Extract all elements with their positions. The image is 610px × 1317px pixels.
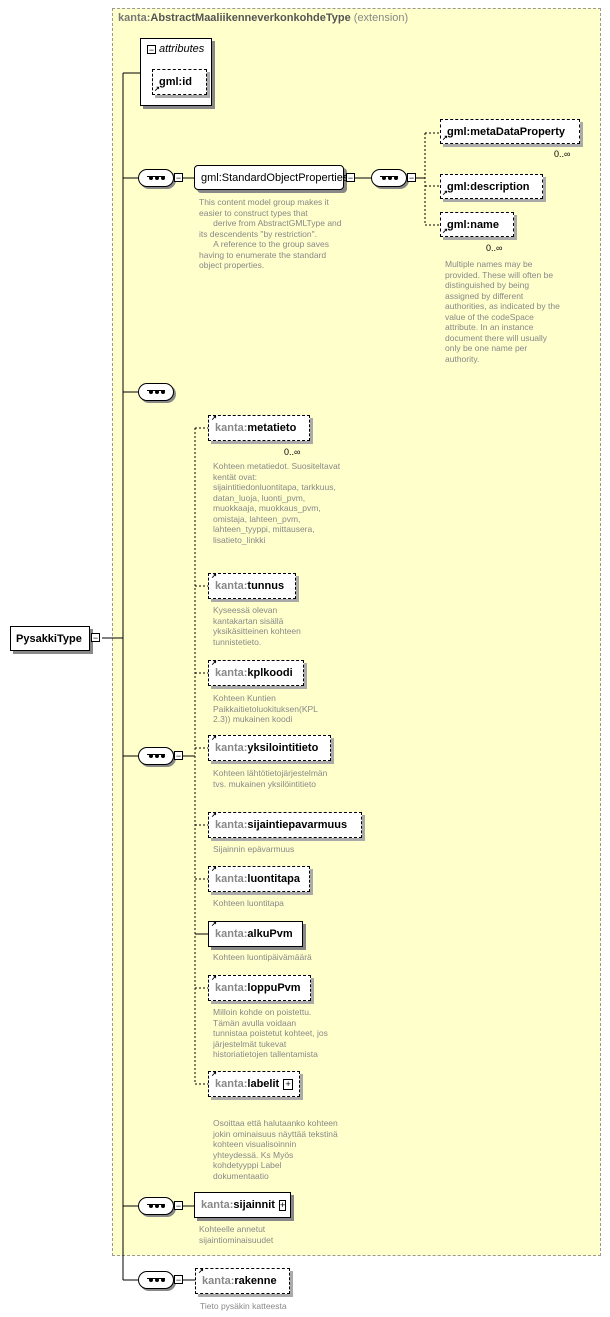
sequence-kanta-collapse-icon[interactable]: − bbox=[174, 751, 183, 761]
element-kanta-alkuPvm[interactable]: kanta:alkuPvm ↗ bbox=[208, 921, 303, 947]
element-name: sijainnit bbox=[233, 1199, 275, 1211]
element-name: luontitapa bbox=[247, 873, 300, 885]
element-doc: Kyseessä olevan kantakartan sisällä yksi… bbox=[213, 605, 301, 647]
reference-arrow-icon: ↗ bbox=[442, 190, 448, 197]
root-collapse-icon[interactable]: − bbox=[91, 633, 100, 643]
element-occurs: 0..∞ bbox=[284, 447, 301, 457]
reference-arrow-icon: ↗ bbox=[211, 735, 217, 742]
element-prefix: kanta: bbox=[215, 982, 248, 994]
element-doc: Kohteen Kuntien Paikkaitietoluokituksen(… bbox=[213, 693, 318, 724]
reference-arrow-icon: ↗ bbox=[211, 921, 217, 928]
element-kanta-rakenne[interactable]: kanta:rakenne ↗ bbox=[195, 1268, 290, 1294]
element-name: rakenne bbox=[234, 1275, 277, 1287]
element-kanta-yksilointitieto[interactable]: kanta:yksilointitieto ↗ bbox=[208, 735, 331, 761]
attribute-gml-id[interactable]: gml:id ↗ bbox=[152, 69, 207, 95]
attributes-title: attributes bbox=[159, 43, 205, 55]
element-name: kplkoodi bbox=[247, 667, 293, 679]
extension-prefix: kanta: bbox=[118, 12, 151, 24]
sequence-compositor-sijainnit[interactable] bbox=[138, 1197, 174, 1215]
element-name: loppuPvm bbox=[247, 982, 301, 994]
sequence-compositor-rakenne[interactable] bbox=[138, 1271, 174, 1289]
element-name: gml:metaDataProperty bbox=[447, 125, 565, 138]
element-prefix: kanta: bbox=[215, 422, 248, 434]
reference-arrow-icon: ↗ bbox=[198, 1268, 204, 1275]
element-doc: Tieto pysäkin katteesta bbox=[200, 1301, 287, 1311]
element-doc: Kohteen luontipäivämäärä bbox=[213, 952, 312, 962]
reference-arrow-icon: ↗ bbox=[211, 866, 217, 873]
element-doc: Kohteen metatiedot. Suositeltavat kentät… bbox=[213, 461, 341, 545]
element-kanta-tunnus[interactable]: kanta:tunnus ↗ bbox=[208, 573, 296, 599]
reference-arrow-icon: ↗ bbox=[211, 660, 217, 667]
element-kanta-sijainnit[interactable]: kanta:sijainnit + bbox=[194, 1192, 291, 1218]
element-prefix: kanta: bbox=[215, 1078, 248, 1090]
group-name: gml:StandardObjectProperties bbox=[201, 171, 349, 184]
extension-title: kanta:AbstractMaaliikenneverkonkohdeType… bbox=[118, 12, 408, 24]
element-doc: Kohteen lähtötietojärjestelmän tvs. muka… bbox=[213, 768, 328, 789]
element-kanta-kplkoodi[interactable]: kanta:kplkoodi ↗ bbox=[208, 660, 304, 686]
extension-region bbox=[112, 8, 601, 1256]
reference-arrow-icon: ↗ bbox=[211, 415, 217, 422]
sequence-compositor-gml[interactable] bbox=[371, 169, 407, 187]
element-doc: Kohteen luontitapa bbox=[213, 898, 284, 908]
sequence-compositor-2[interactable] bbox=[138, 383, 174, 401]
element-prefix: kanta: bbox=[215, 580, 248, 592]
sequence-compositor-kanta[interactable] bbox=[138, 747, 174, 765]
element-occurs: 0..∞ bbox=[486, 243, 503, 253]
sequence-sijainnit-collapse-icon[interactable]: − bbox=[174, 1201, 183, 1211]
element-name: metatieto bbox=[247, 422, 297, 434]
element-kanta-sijaintiepavarmuus[interactable]: kanta:sijaintiepavarmuus ↗ bbox=[208, 812, 362, 838]
reference-arrow-icon: ↗ bbox=[211, 573, 217, 580]
element-prefix: kanta: bbox=[215, 667, 248, 679]
group-standard-object-properties[interactable]: gml:StandardObjectProperties bbox=[194, 165, 348, 190]
element-kanta-labelit[interactable]: kanta:labelit + ↗ bbox=[208, 1071, 300, 1097]
element-name: tunnus bbox=[247, 580, 285, 592]
element-name: alkuPvm bbox=[247, 928, 293, 940]
element-prefix: kanta: bbox=[202, 1275, 235, 1287]
attributes-collapse-icon[interactable]: − bbox=[147, 45, 156, 55]
expand-icon[interactable]: + bbox=[283, 1078, 293, 1090]
element-name: yksilointitieto bbox=[247, 742, 319, 754]
element-name: gml:description bbox=[447, 180, 530, 193]
element-doc: Multiple names may be provided. These wi… bbox=[445, 259, 560, 364]
element-kanta-luontitapa[interactable]: kanta:luontitapa ↗ bbox=[208, 866, 310, 892]
element-prefix: kanta: bbox=[215, 928, 248, 940]
element-name: sijaintiepavarmuus bbox=[247, 819, 348, 831]
element-prefix: kanta: bbox=[215, 819, 248, 831]
extension-name: AbstractMaaliikenneverkonkohdeType bbox=[150, 12, 351, 24]
element-name: labelit bbox=[247, 1078, 280, 1090]
extension-tag: (extension) bbox=[353, 12, 409, 24]
element-gml-name[interactable]: gml:name ↗ bbox=[440, 212, 514, 237]
element-gml-metaDataProperty[interactable]: gml:metaDataProperty ↗ bbox=[440, 119, 580, 144]
element-occurs: 0..∞ bbox=[554, 149, 571, 159]
reference-arrow-icon: ↗ bbox=[211, 1071, 217, 1078]
root-element-box[interactable]: PysakkiType bbox=[10, 626, 90, 651]
attributes-block: − attributes gml:id ↗ bbox=[140, 38, 212, 106]
group-collapse-icon[interactable]: − bbox=[346, 173, 355, 183]
group-doc: This content model group makes it easier… bbox=[199, 197, 342, 270]
element-kanta-loppuPvm[interactable]: kanta:loppuPvm ↗ bbox=[208, 975, 311, 1001]
attribute-name: gml:id bbox=[159, 76, 192, 88]
element-prefix: kanta: bbox=[201, 1199, 234, 1211]
root-element-name: PysakkiType bbox=[16, 632, 82, 645]
element-doc: Osoittaa että halutaanko kohteen jokin o… bbox=[213, 1118, 338, 1181]
reference-arrow-icon: ↗ bbox=[211, 975, 217, 982]
element-doc: Milloin kohde on poistettu. Tämän avulla… bbox=[213, 1007, 328, 1059]
sequence-gml-collapse-icon[interactable]: − bbox=[407, 173, 416, 183]
element-kanta-metatieto[interactable]: kanta:metatieto ↗ bbox=[208, 415, 310, 441]
element-prefix: kanta: bbox=[215, 742, 248, 754]
element-doc: Kohteelle annetut sijaintiominaisuudet bbox=[199, 1224, 274, 1245]
element-gml-description[interactable]: gml:description ↗ bbox=[440, 174, 543, 199]
reference-arrow-icon: ↗ bbox=[211, 812, 217, 819]
expand-icon[interactable]: + bbox=[278, 1199, 287, 1211]
sequence-1-collapse-icon[interactable]: − bbox=[174, 173, 183, 183]
element-name: gml:name bbox=[447, 218, 499, 231]
reference-arrow-icon: ↗ bbox=[442, 135, 448, 142]
sequence-rakenne-collapse-icon[interactable]: − bbox=[174, 1275, 183, 1285]
element-doc: Sijainnin epävarmuus bbox=[213, 844, 295, 854]
reference-arrow-icon: ↗ bbox=[442, 228, 448, 235]
sequence-compositor-1[interactable] bbox=[138, 169, 174, 187]
reference-arrow-icon: ↗ bbox=[154, 86, 160, 93]
element-prefix: kanta: bbox=[215, 873, 248, 885]
